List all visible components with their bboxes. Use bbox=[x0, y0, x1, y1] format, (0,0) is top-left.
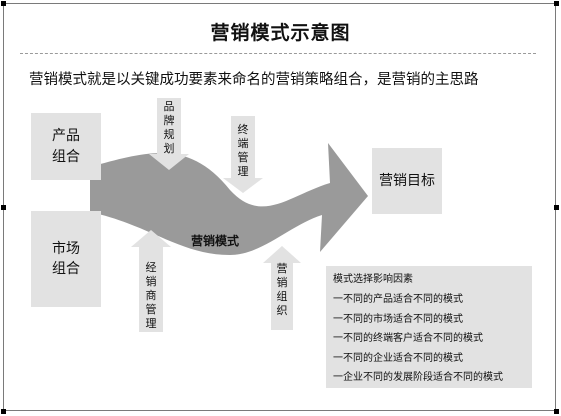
diagram-subtitle: 营销模式就是以关键成功要素来命名的营销策略组合，是营销的主思路 bbox=[29, 72, 479, 88]
brand-planning-label: 品牌规划 bbox=[163, 100, 175, 155]
factor-item: 一不同的企业适合不同的模式 bbox=[333, 352, 463, 364]
marketing-goal-label: 营销目标 bbox=[379, 172, 435, 189]
selection-factors-box: 模式选择影响因素 一不同的产品适合不同的模式 一不同的市场适合不同的模式 一不同… bbox=[326, 266, 532, 388]
brand-planning-arrow bbox=[149, 98, 189, 170]
marketing-mode-label: 营销模式 bbox=[191, 234, 240, 248]
marketing-goal-box: 营销目标 bbox=[372, 148, 442, 214]
factor-item: 一企业不同的发展阶段适合不同的模式 bbox=[333, 372, 503, 384]
market-combo-box: 市场组合 bbox=[31, 211, 101, 307]
factor-item: 一不同的市场适合不同的模式 bbox=[333, 313, 463, 325]
selection-handle-right-middle[interactable] bbox=[554, 205, 559, 210]
selection-handle-left-middle[interactable] bbox=[1, 205, 6, 210]
marketing-mode-flow-arrow bbox=[90, 143, 368, 255]
title-divider bbox=[20, 53, 536, 54]
marketing-organization-label: 营销组织 bbox=[276, 262, 288, 317]
selection-handle-top-right[interactable] bbox=[554, 1, 559, 6]
product-combo-box: 产品组合 bbox=[31, 113, 101, 180]
terminal-management-label: 终端管理 bbox=[237, 123, 249, 178]
selection-handle-top-left[interactable] bbox=[1, 1, 6, 6]
factor-item: 一不同的产品适合不同的模式 bbox=[333, 294, 463, 305]
factor-item: 一不同的终端客户适合不同的模式 bbox=[333, 333, 483, 345]
selection-handle-bottom-left[interactable] bbox=[1, 409, 6, 414]
terminal-management-arrow bbox=[223, 116, 263, 193]
selection-handle-bottom-right[interactable] bbox=[554, 409, 559, 414]
diagram-title: 营销模式示意图 bbox=[210, 22, 351, 44]
marketing-organization-arrow bbox=[263, 246, 301, 330]
product-combo-label: 产品组合 bbox=[52, 128, 80, 165]
dealer-management-arrow bbox=[131, 230, 171, 332]
market-combo-label: 市场组合 bbox=[52, 240, 80, 277]
factors-heading: 模式选择影响因素 bbox=[333, 274, 413, 285]
dealer-management-label: 经销商管理 bbox=[145, 261, 157, 330]
